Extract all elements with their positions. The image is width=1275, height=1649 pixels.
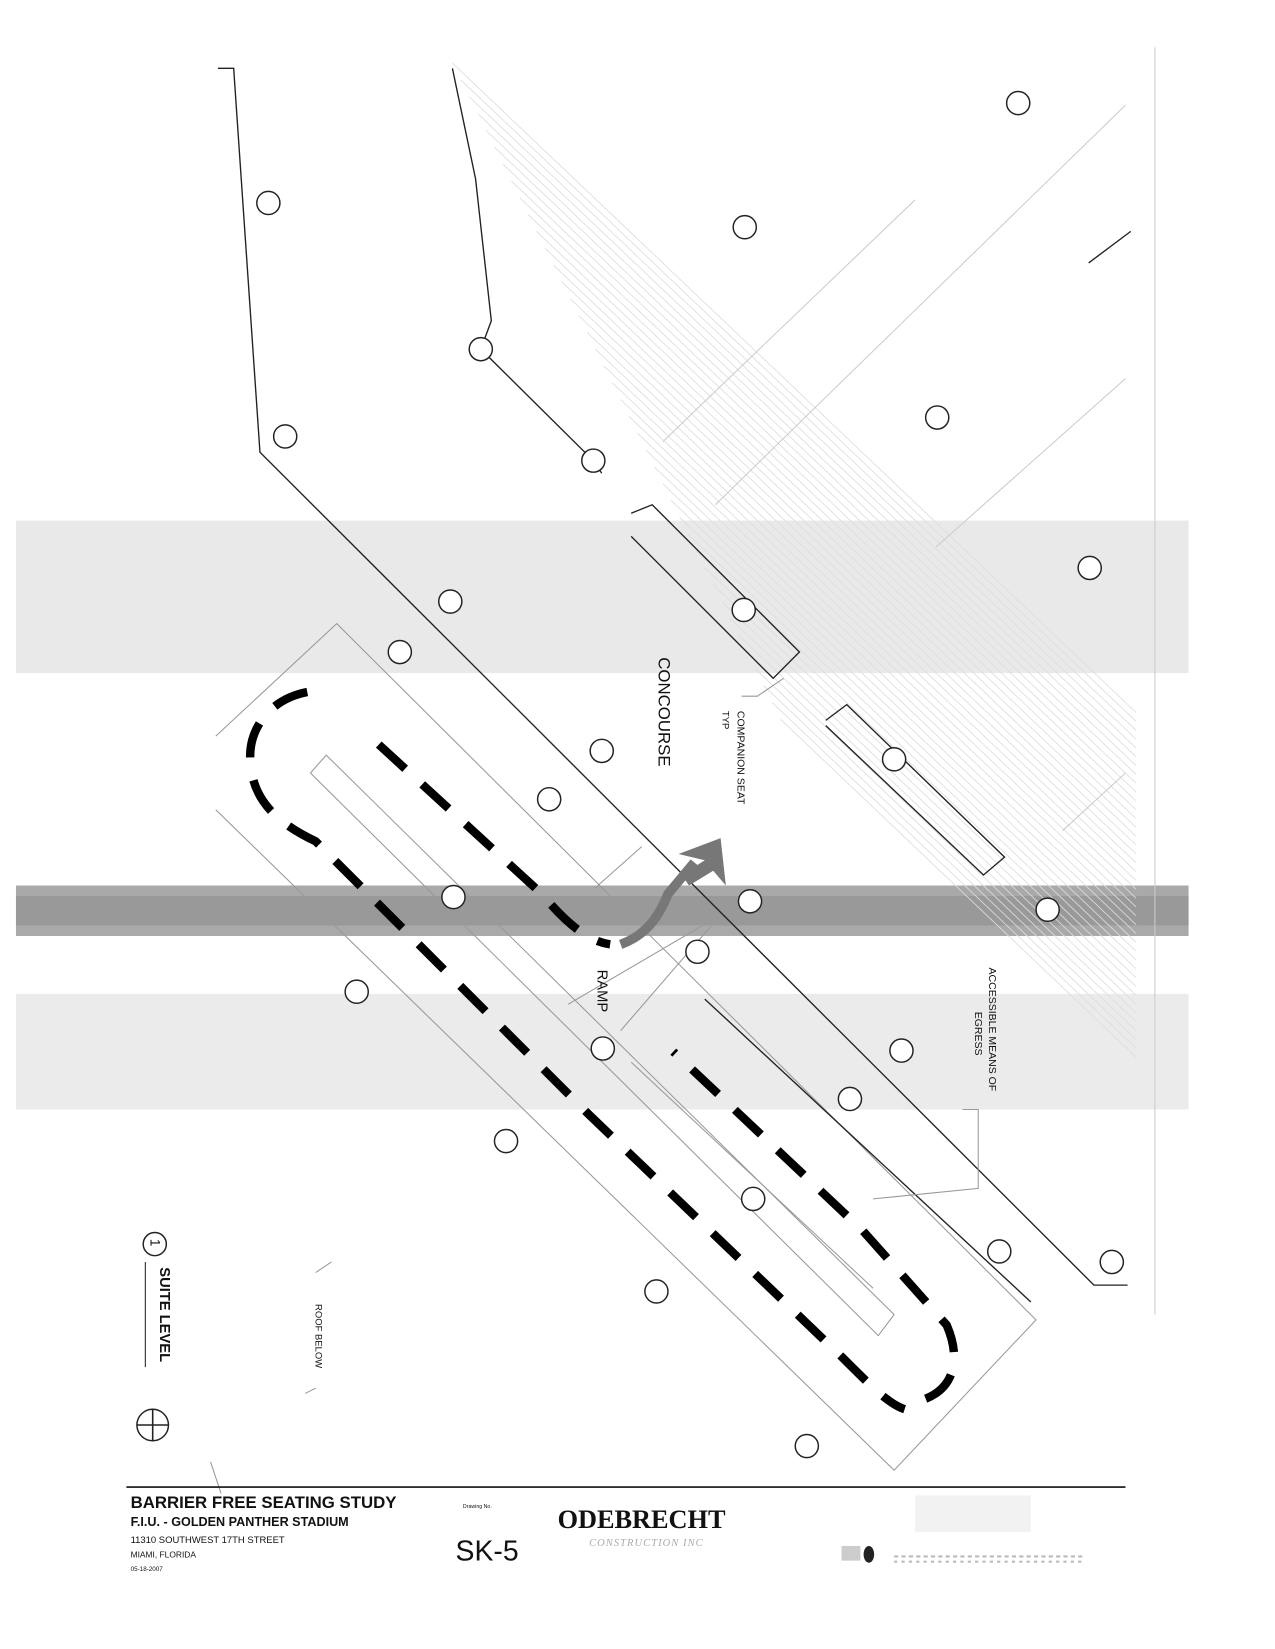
companion-seat-label: COMPANION SEAT (734, 711, 746, 805)
column-marker (740, 1186, 766, 1212)
north-arrow-icon (136, 1408, 170, 1442)
view-number: 1 (148, 1239, 163, 1247)
view-title-text: SUITE LEVEL (156, 1267, 172, 1362)
drawing-title: BARRIER FREE SEATING STUDY (131, 1493, 397, 1512)
hatch-line (595, 348, 1137, 863)
stadium-outline (210, 47, 1156, 1494)
hatch-line (704, 567, 1137, 978)
company-logo: ODEBRECHT (558, 1505, 726, 1534)
column-marker (881, 746, 907, 772)
project-name: F.I.U. - GOLDEN PANTHER STADIUM (131, 1515, 349, 1529)
hatch-line (696, 550, 1137, 969)
hatch-line (502, 163, 1137, 766)
hatch-line (519, 197, 1137, 784)
hatch-line (485, 130, 1137, 749)
hatch-line (687, 533, 1137, 961)
hatch-line (553, 264, 1137, 819)
hatch-line (452, 62, 1137, 713)
egress-route (246, 687, 959, 1414)
column-marker (737, 888, 763, 914)
city: MIAMI, FLORIDA (131, 1550, 197, 1560)
date: 05-18-2007 (131, 1566, 164, 1573)
column-marker (468, 336, 494, 362)
address: 11310 SOUTHWEST 17TH STREET (131, 1535, 285, 1546)
column-marker (438, 589, 463, 614)
hatch-line (494, 146, 1137, 757)
column-marker (387, 639, 413, 665)
column-marker (889, 1038, 914, 1063)
hatch-line (511, 180, 1137, 775)
concourse-label: CONCOURSE (655, 657, 674, 766)
column-marker (581, 448, 606, 473)
column-marker (644, 1279, 669, 1304)
column-marker (685, 939, 710, 965)
column-marker (1035, 897, 1060, 922)
hatch-line (712, 584, 1137, 987)
scan-band-core (15, 896, 1189, 926)
column-marker (493, 1128, 519, 1154)
hatch-line (527, 214, 1137, 793)
roof-below-label: ROOF BELOW (313, 1304, 324, 1368)
column-marker (590, 1036, 616, 1061)
hatch-line (780, 719, 1137, 1058)
column-marker (272, 424, 298, 449)
column-marker (837, 1086, 863, 1112)
hatch-line (603, 365, 1137, 872)
column-marker (1005, 90, 1031, 116)
hatch-line (578, 315, 1137, 846)
drawing-no-label: Drawing No. (463, 1504, 492, 1510)
column-marker (441, 884, 466, 910)
structural-columns (256, 90, 1125, 1459)
column-marker (256, 190, 281, 216)
hatch-line (763, 685, 1137, 1040)
hatch-line (654, 466, 1137, 925)
column-marker (589, 738, 615, 764)
hatch-line (746, 651, 1137, 1022)
hatch-line (620, 399, 1137, 890)
company-subtitle: CONSTRUCTION INC (589, 1538, 704, 1549)
egress-label-line1: ACCESSIBLE MEANS OF (986, 968, 998, 1092)
column-marker (732, 214, 758, 240)
column-marker (731, 597, 757, 623)
hatch-line (544, 247, 1137, 810)
column-marker (986, 1239, 1012, 1264)
seating-hatch (452, 62, 1137, 1058)
column-marker (344, 979, 370, 1005)
hatch-line (754, 668, 1137, 1031)
hatch-line (569, 298, 1137, 837)
hatch-line (586, 332, 1137, 855)
hatch-line (662, 483, 1137, 934)
drawing-number: SK-5 (456, 1536, 519, 1568)
hatch-line (460, 79, 1137, 722)
view-title: 1 SUITE LEVEL (142, 1231, 172, 1368)
hatch-line (536, 231, 1137, 802)
column-marker (924, 405, 950, 430)
hatch-line (468, 96, 1137, 731)
hatch-line (637, 432, 1137, 908)
hatch-line (477, 113, 1137, 740)
architect-logo (841, 1495, 1084, 1563)
hatch-line (670, 500, 1137, 943)
companion-seat-typ-label: TYP (720, 711, 731, 729)
column-marker (1099, 1249, 1125, 1275)
egress-label-line2: EGRESS (972, 1012, 984, 1056)
arrow-icon (678, 838, 726, 886)
hatch-line (628, 416, 1137, 899)
column-marker (1077, 555, 1103, 581)
hatch-line (721, 601, 1137, 996)
hatch-line (738, 634, 1137, 1014)
hatch-line (611, 382, 1137, 881)
hatch-line (729, 618, 1137, 1005)
hatch-line (679, 517, 1137, 952)
hatch-line (561, 281, 1137, 828)
column-marker (536, 786, 562, 812)
hatch-line (645, 449, 1137, 916)
ramp-label: RAMP (594, 970, 610, 1013)
column-marker (794, 1433, 820, 1459)
scan-band-upper (15, 520, 1189, 674)
hatch-line (771, 702, 1137, 1049)
